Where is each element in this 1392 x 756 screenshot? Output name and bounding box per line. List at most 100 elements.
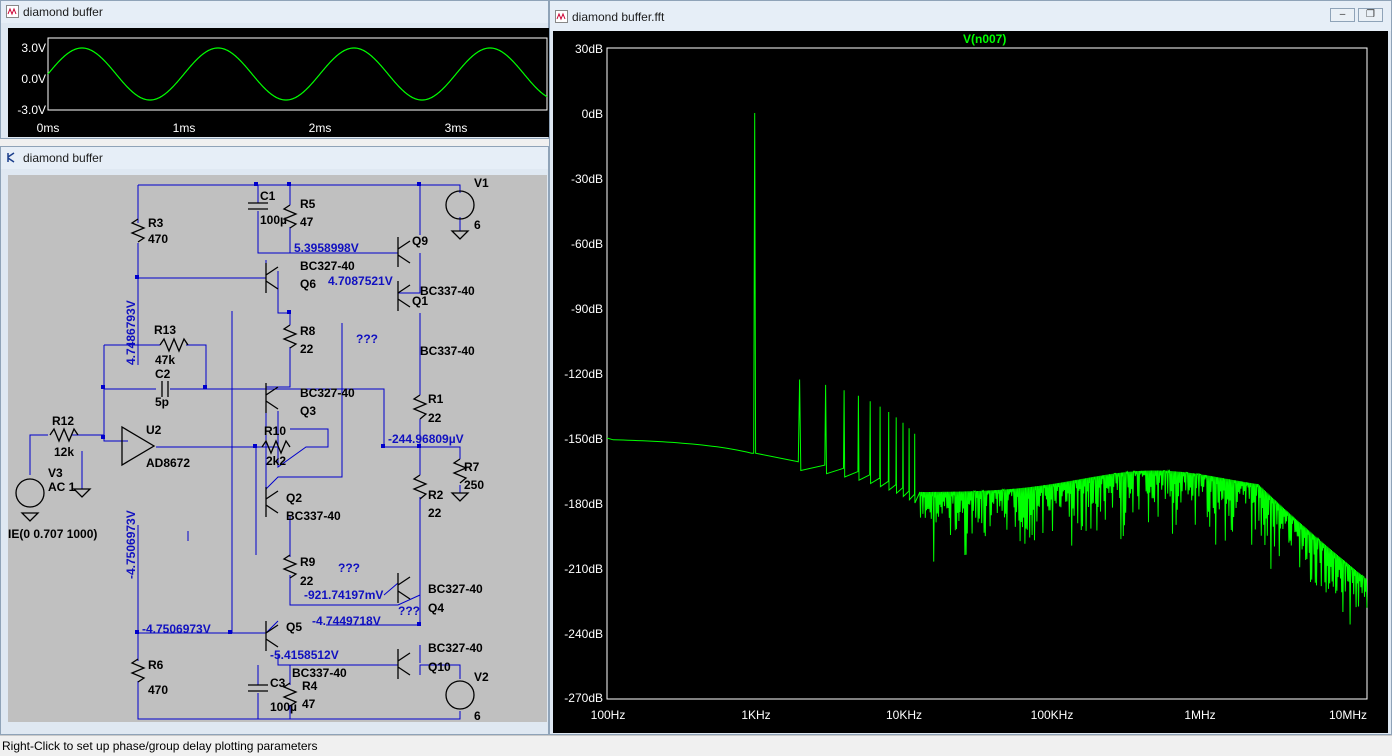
- label-q5-model: BC337-40: [292, 666, 347, 680]
- label-q6-model: BC327-40: [300, 259, 355, 273]
- voltage-output: -244.96809µV: [388, 432, 464, 446]
- fft-ytick-m120: -120dB: [564, 367, 603, 381]
- label-c1: C1: [260, 189, 276, 203]
- status-bar: Right-Click to set up phase/group delay …: [0, 735, 1392, 756]
- waveform-svg: [47, 37, 548, 111]
- label-r7-val: 250: [464, 478, 484, 492]
- resistor-r10: [261, 439, 291, 455]
- source-v3: [15, 478, 45, 508]
- waveform-xtick-3: 3ms: [444, 121, 468, 135]
- waveform-ytick-m3: -3.0V: [17, 103, 46, 117]
- label-r12-val: 12k: [54, 445, 74, 459]
- transistor-q9: [397, 237, 411, 267]
- voltage-q9: 5.3958998V: [294, 241, 359, 255]
- resistor-r1: [412, 394, 428, 420]
- label-sine: IE(0 0.707 1000): [8, 527, 97, 541]
- fft-ytick-m180: -180dB: [564, 497, 603, 511]
- label-q1-model2: BC337-40: [420, 344, 475, 358]
- schematic-canvas[interactable]: R3 470 C1 100µ R5 47 V1 6 Q9 BC327-40 Q6…: [8, 175, 547, 722]
- resistor-r6: [130, 658, 146, 683]
- label-v1-val: 6: [474, 218, 481, 232]
- waveform-titlebar[interactable]: diamond buffer: [1, 1, 548, 23]
- resistor-r9: [282, 554, 298, 579]
- label-r7: R7: [464, 460, 480, 474]
- label-q4-model: BC327-40: [428, 582, 483, 596]
- label-r5: R5: [300, 197, 316, 211]
- restore-button[interactable]: ❐: [1358, 8, 1383, 22]
- voltage-q4: -921.74197mV: [304, 588, 383, 602]
- voltage-q4-b: -4.7449718V: [312, 614, 381, 628]
- label-q9: Q9: [412, 234, 428, 248]
- label-r2-val: 22: [428, 506, 442, 520]
- waveform-xtick-2: 2ms: [308, 121, 332, 135]
- label-r8-val: 22: [300, 342, 314, 356]
- resistor-r13: [159, 337, 189, 353]
- fft-xtick-1khz: 1KHz: [741, 708, 771, 722]
- fft-plot[interactable]: V(n007) 30dB 0dB -30dB -60dB -90dB -120d…: [553, 31, 1388, 733]
- resistor-r2: [412, 474, 428, 500]
- voltage-q5: -5.4158512V: [270, 648, 339, 662]
- resistor-r4: [282, 682, 298, 707]
- waveform-icon: [6, 5, 19, 18]
- waveform-xtick-1: 1ms: [172, 121, 196, 135]
- resistor-r8: [282, 324, 298, 349]
- fft-xtick-100khz: 100KHz: [1030, 708, 1074, 722]
- voltage-q1: 4.7087521V: [328, 274, 393, 288]
- label-q10: Q10: [428, 660, 451, 674]
- fft-svg: [606, 47, 1368, 700]
- label-q4: Q4: [428, 601, 444, 615]
- waveform-xtick-0: 0ms: [36, 121, 60, 135]
- fft-xtick-10mhz: 10MHz: [1328, 708, 1367, 722]
- fft-ytick-m150: -150dB: [564, 432, 603, 446]
- voltage-left-top: 4.7486793V: [124, 300, 138, 365]
- label-c2-val: 5p: [155, 395, 169, 409]
- fft-trace: [606, 112, 1368, 625]
- label-r6: R6: [148, 658, 164, 672]
- capacitor-c1: [248, 202, 268, 210]
- label-r1-val: 22: [428, 411, 442, 425]
- label-r10: R10: [264, 424, 286, 438]
- schematic-title: diamond buffer: [23, 151, 103, 165]
- resistor-r7: [452, 458, 468, 484]
- label-r13-val: 47k: [155, 353, 175, 367]
- fft-ytick-m60: -60dB: [570, 237, 603, 251]
- fft-xtick-1mhz: 1MHz: [1184, 708, 1216, 722]
- source-v2: [445, 680, 475, 710]
- label-unknown-2: ???: [338, 561, 360, 575]
- fft-xtick-10khz: 10KHz: [885, 708, 923, 722]
- label-r5-val: 47: [300, 215, 314, 229]
- fft-ytick-m90: -90dB: [570, 302, 603, 316]
- label-r2: R2: [428, 488, 444, 502]
- capacitor-c2: [161, 381, 169, 397]
- transistor-q6: [265, 263, 279, 293]
- fft-title: diamond buffer.fft: [572, 10, 665, 24]
- waveform-plot[interactable]: 3.0V 0.0V -3.0V 0ms 1ms 2ms 3ms: [8, 28, 549, 137]
- transistor-q10: [397, 649, 411, 679]
- label-r8: R8: [300, 324, 316, 338]
- schematic-window[interactable]: diamond buffer: [0, 146, 549, 735]
- label-v2: V2: [474, 670, 489, 684]
- label-c3-val: 100µ: [270, 700, 297, 714]
- label-q3: Q3: [300, 404, 316, 418]
- label-r4-val: 47: [302, 697, 316, 711]
- fft-window[interactable]: diamond buffer.fft – ❐ V(n007) 30dB 0dB …: [549, 0, 1392, 735]
- schematic-titlebar[interactable]: diamond buffer: [1, 147, 548, 169]
- waveform-ytick-3: 3.0V: [21, 41, 46, 55]
- fft-ytick-30: 30dB: [574, 42, 603, 56]
- transistor-q4: [397, 573, 411, 603]
- label-r3: R3: [148, 216, 164, 230]
- waveform-ytick-0: 0.0V: [21, 72, 46, 86]
- transistor-q2: [265, 487, 279, 517]
- label-v2-val: 6: [474, 709, 481, 722]
- label-r6-val: 470: [148, 683, 168, 697]
- minimize-button[interactable]: –: [1330, 8, 1355, 22]
- label-c3: C3: [270, 676, 286, 690]
- voltage-left-bottom: -4.7506973V: [124, 510, 138, 579]
- transistor-q1: [397, 281, 411, 311]
- waveform-trace: [47, 47, 548, 101]
- fft-titlebar[interactable]: diamond buffer.fft – ❐: [550, 1, 1391, 31]
- resistor-r5: [282, 204, 298, 229]
- waveform-window[interactable]: diamond buffer 3.0V 0.0V -3.0V 0ms 1ms 2…: [0, 0, 549, 139]
- fft-trace-label: V(n007): [963, 32, 1007, 46]
- label-r4: R4: [302, 679, 318, 693]
